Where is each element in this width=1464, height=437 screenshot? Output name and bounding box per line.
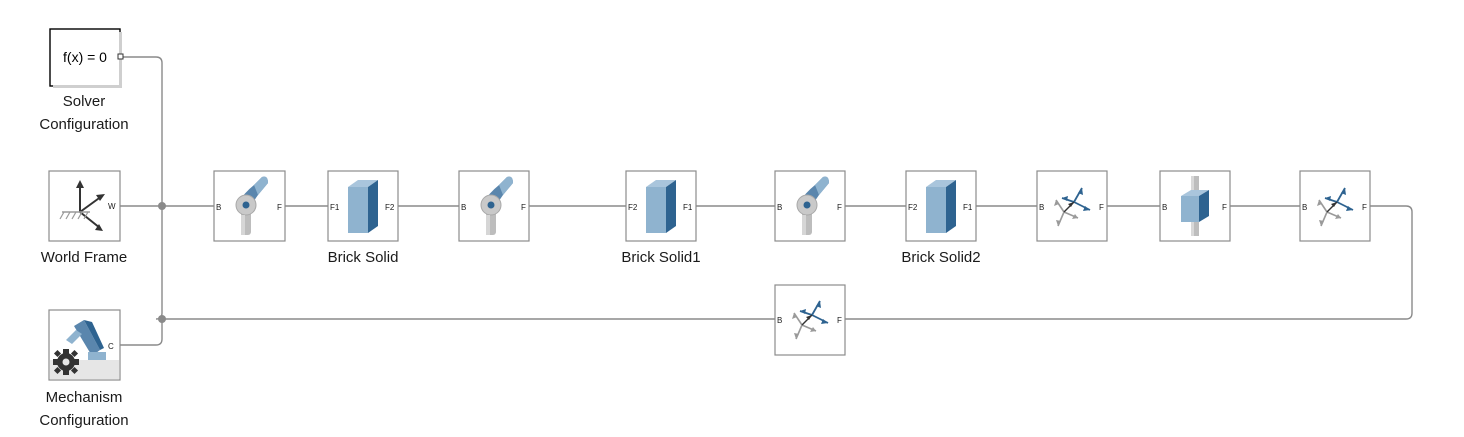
brick-solid-icon (646, 180, 676, 233)
revolute3-port-f: F (837, 203, 842, 212)
rigid-transform-block-1[interactable]: B F (1036, 170, 1108, 242)
brick-solid2-port-left: F2 (908, 203, 918, 212)
wire-mechanism (120, 319, 163, 346)
revolute-joint-block-3[interactable]: B F (774, 170, 846, 242)
mechanism-configuration-block[interactable]: C Mechanism Configuration (39, 309, 129, 429)
rigid-transform-block-2[interactable]: B F (1299, 170, 1371, 242)
solver-label-line1: Solver (63, 93, 106, 110)
solver-port[interactable] (117, 53, 124, 60)
wire-transform2-loop (845, 205, 1413, 320)
brick-solid1-block[interactable]: F2 F1 Brick Solid1 (621, 170, 701, 266)
transform1-port-f: F (1099, 203, 1104, 212)
revolute1-port-b: B (216, 203, 221, 212)
revolute-joint-block-1[interactable]: B F (213, 170, 286, 242)
brick-solid2-port-right: F1 (963, 203, 973, 212)
revolute-joint-block-2[interactable]: B F (458, 170, 530, 242)
solver-label-line2: Configuration (39, 116, 128, 133)
mechanism-label-line1: Mechanism (46, 389, 123, 406)
rigid-transform-block-3[interactable]: B F (774, 284, 846, 356)
solver-configuration-block[interactable]: f(x) = 0 Solver Configuration (39, 28, 129, 133)
transform2-port-f: F (1362, 203, 1367, 212)
brick-solid-port-left: F1 (330, 203, 340, 212)
brick-solid2-label: Brick Solid2 (901, 249, 980, 266)
prismatic-port-f: F (1222, 203, 1227, 212)
transform3-port-f: F (837, 316, 842, 325)
brick-solid-icon (348, 180, 378, 233)
brick-solid2-block[interactable]: F2 F1 Brick Solid2 (901, 170, 981, 266)
connection-lines (120, 56, 1413, 346)
world-frame-port-w: W (108, 202, 116, 211)
transform2-port-b: B (1302, 203, 1307, 212)
prismatic-port-b: B (1162, 203, 1167, 212)
brick-solid-block[interactable]: F1 F2 Brick Solid (327, 170, 399, 266)
mechanism-label-line2: Configuration (39, 412, 128, 429)
transform3-port-b: B (777, 316, 782, 325)
prismatic-joint-block[interactable]: B F (1159, 170, 1231, 242)
robot-arm-gear-icon (53, 320, 106, 375)
junction-dot (158, 202, 166, 210)
brick-solid1-port-right: F1 (683, 203, 693, 212)
revolute1-port-f: F (277, 203, 282, 212)
world-frame-label: World Frame (41, 249, 127, 266)
revolute2-port-f: F (521, 203, 526, 212)
revolute2-port-b: B (461, 203, 466, 212)
mechanism-port-c: C (108, 342, 114, 351)
brick-solid-label: Brick Solid (328, 249, 399, 266)
axes-icon (59, 180, 105, 231)
brick-solid-port-right: F2 (385, 203, 395, 212)
brick-solid1-label: Brick Solid1 (621, 249, 700, 266)
solver-expression: f(x) = 0 (63, 49, 107, 65)
junction-dot (158, 315, 166, 323)
brick-solid1-port-left: F2 (628, 203, 638, 212)
brick-solid-icon (926, 180, 956, 233)
world-frame-block[interactable]: W World Frame (41, 170, 127, 266)
wire-solver (121, 56, 163, 320)
revolute3-port-b: B (777, 203, 782, 212)
transform1-port-b: B (1039, 203, 1044, 212)
